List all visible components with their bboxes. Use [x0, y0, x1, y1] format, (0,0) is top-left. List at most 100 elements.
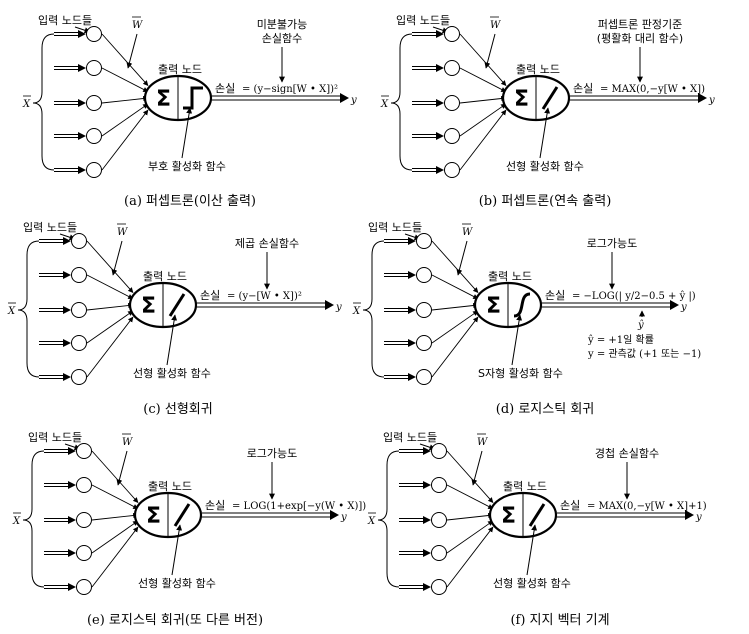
input-arrowhead	[436, 64, 444, 72]
input-connection	[446, 484, 494, 510]
y-output-label: y	[350, 95, 357, 106]
input-arrowhead	[78, 99, 86, 107]
loss-formula: = −LOG(| y/2−0.5 + ŷ |)	[572, 291, 696, 302]
loss-formula: = (y−sign[W • X])²	[242, 84, 338, 95]
input-node	[71, 335, 87, 351]
input-node	[444, 26, 460, 42]
activation-linear-icon	[541, 86, 559, 110]
input-arrowhead	[408, 339, 416, 347]
loss-annotation: 로그가능도	[587, 237, 638, 250]
input-arrowhead	[68, 583, 76, 591]
summation-symbol: Σ	[141, 294, 156, 319]
input-arrowhead	[436, 99, 444, 107]
input-node	[71, 233, 87, 249]
activation-pointer	[166, 314, 178, 366]
input-connection	[446, 526, 494, 588]
output-node-label: 출력 노드	[158, 63, 202, 76]
yhat-label: ŷ	[637, 320, 644, 331]
input-node	[86, 26, 102, 42]
input-connection	[459, 33, 507, 86]
loss-annotation: 퍼셉트론 판정기준	[598, 18, 682, 31]
y-output-label: y	[695, 512, 702, 523]
output-arrowhead	[670, 300, 679, 310]
input-connection	[101, 67, 149, 93]
output-arrowhead	[698, 93, 707, 103]
input-arrowhead	[68, 481, 76, 489]
input-node	[76, 477, 92, 493]
input-connection	[86, 310, 134, 344]
input-connection	[431, 274, 479, 300]
loss-label: 손실	[545, 289, 565, 302]
input-node	[76, 512, 92, 528]
input-connection	[86, 274, 134, 300]
activation-label: S자형 활성화 함수	[478, 366, 563, 380]
loss-label: 손실	[560, 499, 580, 512]
input-arrowhead	[423, 583, 431, 591]
input-arrowhead	[63, 271, 71, 279]
input-arrowhead	[408, 237, 416, 245]
weight-pointer	[456, 240, 468, 276]
input-connection	[431, 240, 479, 293]
input-connection	[101, 109, 149, 171]
input-connection	[86, 240, 134, 293]
input-nodes-label: 입력 노드들	[396, 14, 450, 27]
summation-symbol: Σ	[514, 87, 529, 112]
input-connection	[459, 103, 507, 137]
weight-label: W	[122, 437, 133, 448]
weight-label: W	[490, 20, 501, 31]
loss-formula: = MAX(0,−y[W • X])	[600, 84, 705, 95]
input-node	[416, 302, 432, 318]
input-connection	[431, 316, 479, 378]
input-arrowhead	[423, 447, 431, 455]
output-arrowhead	[330, 510, 339, 520]
x-label: X	[7, 306, 16, 317]
panel-caption: (f) 지지 벡터 기계	[510, 613, 609, 628]
input-node	[431, 443, 447, 459]
input-node	[416, 267, 432, 283]
weight-pointer	[126, 33, 138, 69]
input-connection	[101, 95, 149, 104]
input-connection	[431, 310, 479, 344]
weight-pointer	[116, 450, 128, 486]
activation-label: 선형 활성화 함수	[506, 159, 584, 173]
activation-linear-icon	[168, 293, 186, 317]
y-output-label: y	[708, 95, 715, 106]
input-connection	[91, 526, 139, 588]
weight-label: W	[477, 437, 488, 448]
input-nodes-label: 입력 노드들	[38, 14, 92, 27]
x-label: X	[380, 99, 389, 110]
input-node	[76, 579, 92, 595]
input-arrowhead	[63, 373, 71, 381]
input-node	[431, 579, 447, 595]
input-arrowhead	[68, 516, 76, 524]
loss-label: 손실	[215, 82, 235, 95]
panel-caption: (c) 선형회귀	[143, 402, 212, 417]
input-arrowhead	[436, 132, 444, 140]
panel-caption: (e) 로지스틱 회귀(또 다른 버전)	[87, 613, 263, 628]
input-node	[416, 369, 432, 385]
weight-label: W	[132, 20, 143, 31]
output-node-label: 출력 노드	[488, 270, 532, 283]
activation-linear-icon	[173, 503, 191, 527]
loss-annotation: 손실함수	[262, 32, 302, 45]
activation-linear-icon	[528, 503, 546, 527]
input-arrowhead	[423, 481, 431, 489]
y-output-label: y	[335, 302, 342, 313]
input-node	[416, 233, 432, 249]
loss-annotation: 로그가능도	[247, 447, 298, 460]
input-node	[444, 95, 460, 111]
weight-pointer	[484, 33, 496, 69]
activation-pointer	[539, 107, 551, 159]
activation-label: 선형 활성화 함수	[138, 576, 216, 590]
y-output-label: y	[680, 302, 687, 313]
input-brace	[32, 33, 55, 171]
input-node	[444, 60, 460, 76]
input-brace	[390, 33, 413, 171]
input-connection	[91, 520, 139, 554]
loss-formula: = (y−[W • X])²	[227, 291, 302, 302]
loss-annotation: 미분불가능	[257, 18, 308, 31]
